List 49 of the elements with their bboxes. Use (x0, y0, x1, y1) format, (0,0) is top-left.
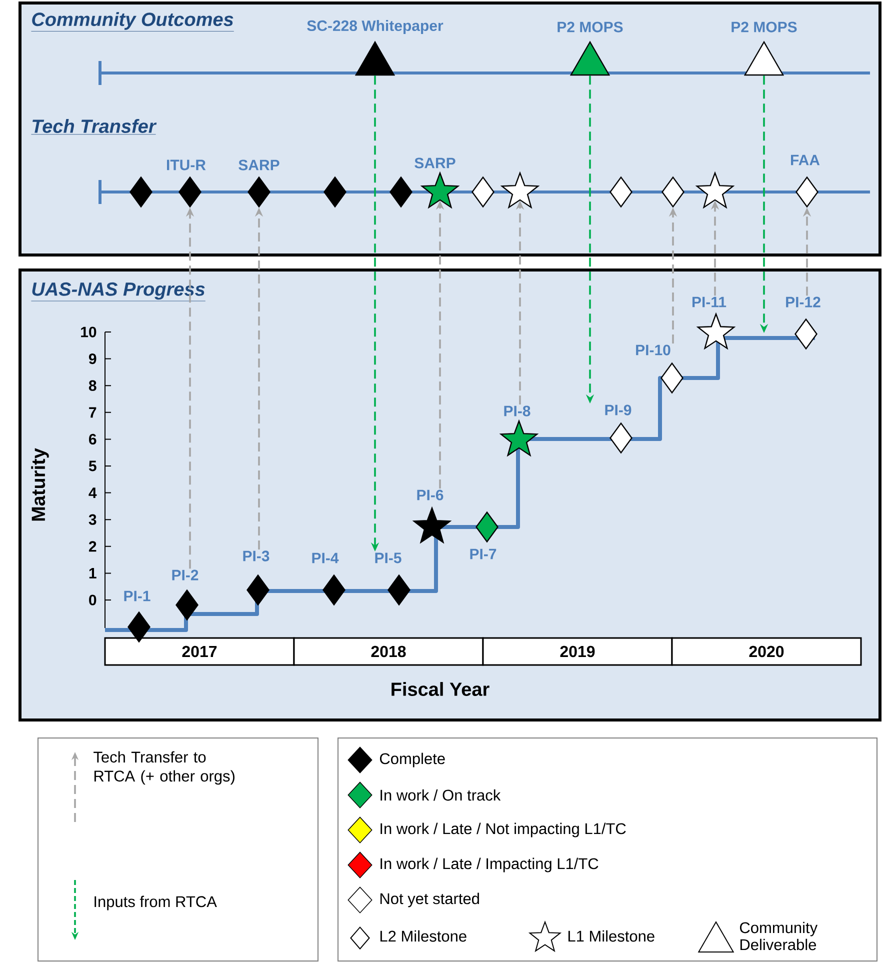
marker-label: PI-8 (504, 406, 530, 416)
tick-label: 2 (88, 541, 96, 552)
tick-label: 9 (88, 354, 96, 364)
marker-label: SC-228 Whitepaper (307, 20, 444, 34)
tick-label: 4 (88, 488, 97, 498)
legend-label: Inputs from RTCA (94, 896, 217, 910)
legend-label: In work / On track (380, 789, 501, 801)
tick-label: 10 (81, 326, 96, 338)
legend-label: In work / Late / Impacting L1/TC (380, 858, 598, 872)
marker-label: SARP (238, 160, 280, 170)
tick-label: 0 (89, 594, 96, 606)
marker-label: FAA (791, 154, 820, 166)
marker-label: PI-9 (605, 404, 632, 416)
section-heading: Tech Transfer (31, 119, 157, 135)
legend-label: Tech Transfer to RTCA (+ other orgs) (94, 751, 234, 785)
axis-title: Maturity (31, 448, 49, 521)
tick-label: 1 (89, 568, 96, 578)
marker-label: PI-12 (786, 296, 820, 308)
marker-label: PI-3 (243, 550, 270, 562)
axis-title: Fiscal Year (392, 682, 490, 696)
legend-label: L1 Milestone (568, 930, 654, 942)
legend-label: Community Deliverable (740, 922, 818, 950)
marker-label: PI-6 (417, 490, 444, 500)
legend-label: L2 Milestone (380, 930, 466, 942)
marker-label: PI-1 (124, 590, 150, 602)
marker-label: SARP (414, 158, 456, 168)
marker-label: P2 MOPS (558, 22, 623, 32)
marker-label: ITU-R (167, 160, 206, 170)
marker-label: PI-5 (375, 552, 402, 564)
legend-label: In work / Late / Not impacting L1/TC (380, 822, 626, 838)
tick-label: 7 (89, 407, 96, 418)
year-cell: 2018 (293, 637, 484, 666)
tick-label: 3 (88, 514, 96, 525)
legend-label: Not yet started (380, 892, 479, 908)
section-heading: Community Outcomes (31, 12, 234, 32)
tick-label: 5 (88, 460, 96, 472)
year-cell: 2020 (671, 637, 862, 666)
marker-label: PI-4 (312, 552, 339, 564)
legend-label: Complete (380, 752, 445, 768)
marker-label: PI-10 (636, 344, 670, 356)
marker-label: P2 MOPS (732, 22, 797, 32)
year-cell: 2017 (104, 637, 295, 666)
marker-label: PI-7 (470, 548, 496, 560)
tick-label: 6 (89, 434, 96, 445)
marker-label: PI-2 (172, 570, 198, 580)
marker-label: PI-11 (692, 296, 726, 308)
tick-label: 8 (88, 380, 96, 391)
section-heading: UAS-NAS Progress (31, 282, 206, 302)
year-cell: 2019 (482, 637, 673, 666)
